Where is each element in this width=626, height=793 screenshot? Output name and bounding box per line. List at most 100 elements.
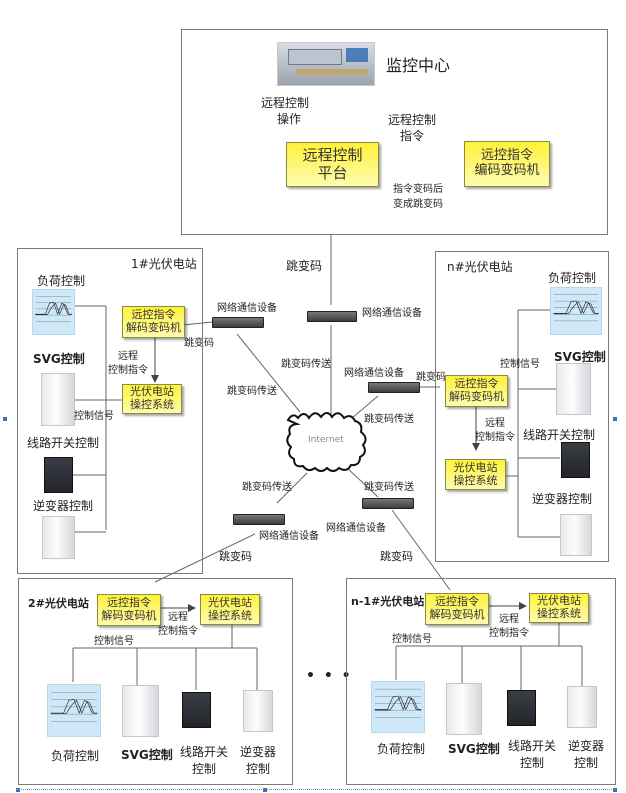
station-1-control-system[interactable]: 光伏电站 操控系统 xyxy=(122,384,182,414)
station-2-title: 2#光伏电站 xyxy=(28,597,89,610)
station-1-remote-cmd-line1: 远程 xyxy=(118,351,138,362)
remote-control-platform[interactable]: 远程控制 平台 xyxy=(286,142,379,187)
internet-label: Internet xyxy=(308,435,344,445)
network-device-label-1: 网络通信设备 xyxy=(217,303,277,314)
selection-handle-bottom[interactable] xyxy=(263,788,267,792)
encoder-line1: 远控指令 xyxy=(480,148,533,164)
station-1-inverter-cabinet xyxy=(42,516,75,559)
load-curve xyxy=(553,300,599,315)
selection-frame-bottom xyxy=(16,789,616,790)
station-n-control-signal: 控制信号 xyxy=(500,359,540,370)
station-1-remote-cmd-label: 远程 控制指令 xyxy=(108,350,148,378)
station-2-control-system[interactable]: 光伏电站 操控系统 xyxy=(200,594,260,625)
station-n-breaker xyxy=(561,442,590,478)
remote-command-line1: 远程控制 xyxy=(388,113,437,127)
load-curve-graphic xyxy=(374,688,422,718)
station-2-decoder[interactable]: 远控指令 解码变码机 xyxy=(97,594,161,626)
network-switch-2[interactable] xyxy=(307,311,357,322)
station-1-panel xyxy=(17,248,203,574)
station-n-1-switch-line2: 控制 xyxy=(520,755,545,770)
station-n-1-device-label-svg: SVG控制 xyxy=(448,742,500,756)
station-n-1-device-label-switch: 线路开关 控制 xyxy=(508,738,556,772)
station-n-1-panel xyxy=(346,578,616,785)
network-switch-3[interactable] xyxy=(368,382,420,393)
station-1-system-line1: 光伏电站 xyxy=(130,385,174,399)
command-encoder[interactable]: 远控指令 编码变码机 xyxy=(464,141,550,187)
hop-transfer-label-3: 跳变码传送 xyxy=(364,414,414,425)
station-1-decoder[interactable]: 远控指令 解码变码机 xyxy=(122,306,185,338)
hop-code-label-s1: 跳变码 xyxy=(184,338,214,349)
station-2-decoder-line2: 解码变码机 xyxy=(101,609,157,622)
selection-handle-left[interactable] xyxy=(3,417,7,421)
network-switch-4[interactable] xyxy=(233,514,285,525)
station-1-remote-cmd-line2: 控制指令 xyxy=(108,365,148,376)
station-n-1-device-label-load: 负荷控制 xyxy=(377,742,426,756)
station-n-1-control-system[interactable]: 光伏电站 操控系统 xyxy=(529,593,589,623)
monitoring-center-label: 监控中心 xyxy=(386,56,451,75)
remote-operation-label: 远程控制 操作 xyxy=(261,95,309,127)
return-line1: 指令变码后 xyxy=(393,184,443,195)
station-n-1-remote-cmd-label: 远程 控制指令 xyxy=(489,613,529,640)
station-2-remote-cmd-line2: 控制指令 xyxy=(158,625,198,637)
network-device-label-2: 网络通信设备 xyxy=(362,308,422,319)
network-switch-5[interactable] xyxy=(362,498,414,509)
station-2-inverter-line2: 控制 xyxy=(246,761,271,776)
station-n-device-label-switch: 线路开关控制 xyxy=(523,428,596,442)
station-2-switch-line1: 线路开关 xyxy=(180,745,229,759)
station-1-device-label-load: 负荷控制 xyxy=(37,274,86,288)
load-curve xyxy=(35,302,72,316)
hop-code-label-sn: 跳变码 xyxy=(416,372,446,383)
hop-transfer-label-1: 跳变码传送 xyxy=(281,359,331,370)
hop-transfer-label-4: 跳变码传送 xyxy=(242,482,292,493)
station-1-control-signal: 控制信号 xyxy=(74,411,114,422)
station-n-decoder-line2: 解码变码机 xyxy=(449,390,504,403)
station-n-1-load-chart xyxy=(371,681,425,733)
station-n-1-system-line2: 操控系统 xyxy=(537,607,581,620)
station-n-1-breaker xyxy=(507,690,536,726)
hop-code-label-sn1: 跳变码 xyxy=(380,550,413,563)
station-2-inverter-cabinet xyxy=(243,690,273,732)
selection-handle-right[interactable] xyxy=(613,417,617,421)
station-2-load-chart xyxy=(47,684,101,737)
station-n-1-system-line1: 光伏电站 xyxy=(537,594,581,608)
network-switch-1[interactable] xyxy=(212,317,264,328)
return-line2: 变成跳变码 xyxy=(393,198,443,210)
station-n-remote-cmd-label: 远程 控制指令 xyxy=(475,417,515,445)
station-n-decoder[interactable]: 远控指令 解码变码机 xyxy=(445,375,508,407)
station-1-breaker xyxy=(44,457,73,493)
station-2-system-line2: 操控系统 xyxy=(208,608,252,622)
encoder-line2: 编码变码机 xyxy=(474,163,540,178)
hop-code-top-label: 跳变码 xyxy=(286,259,323,273)
station-2-panel xyxy=(18,578,293,785)
station-n-remote-cmd-line2: 控制指令 xyxy=(475,432,515,443)
station-n-1-decoder-line1: 远控指令 xyxy=(435,595,479,609)
station-2-decoder-line1: 远控指令 xyxy=(107,596,151,610)
station-n-1-svg-cabinet xyxy=(446,683,482,735)
load-curve xyxy=(50,698,98,715)
station-2-remote-cmd-line1: 远程 xyxy=(168,612,188,623)
station-2-device-label-load: 负荷控制 xyxy=(51,749,100,763)
station-n-1-inverter-cabinet xyxy=(567,686,597,728)
station-n-1-decoder[interactable]: 远控指令 解码变码机 xyxy=(425,593,489,625)
station-n-1-title: n-1#光伏电站 xyxy=(351,595,425,608)
load-curve xyxy=(50,699,98,714)
station-n-1-remote-cmd-line2: 控制指令 xyxy=(489,627,529,639)
hop-transfer-label-2: 跳变码传送 xyxy=(227,386,277,397)
station-n-system-line2: 操控系统 xyxy=(453,473,498,487)
station-n-device-label-inverter: 逆变器控制 xyxy=(532,492,593,506)
station-1-svg-cabinet xyxy=(41,373,75,426)
load-curve xyxy=(374,695,422,711)
load-curve-graphic xyxy=(553,294,599,322)
station-2-svg-cabinet xyxy=(122,685,159,737)
station-n-control-system[interactable]: 光伏电站 操控系统 xyxy=(445,459,506,490)
selection-handle-bottom-right[interactable] xyxy=(613,788,617,792)
station-2-inverter-line1: 逆变器 xyxy=(240,745,277,759)
more-stations-ellipsis: • • • xyxy=(306,668,353,684)
station-n-remote-cmd-line1: 远程 xyxy=(485,418,505,429)
station-2-control-signal: 控制信号 xyxy=(94,636,134,647)
load-curve xyxy=(553,301,599,315)
station-2-device-label-inverter: 逆变器 控制 xyxy=(240,744,276,778)
station-n-1-inverter-line1: 逆变器 xyxy=(568,739,605,753)
station-n-load-chart xyxy=(550,287,602,335)
selection-handle-bottom-left[interactable] xyxy=(16,788,20,792)
